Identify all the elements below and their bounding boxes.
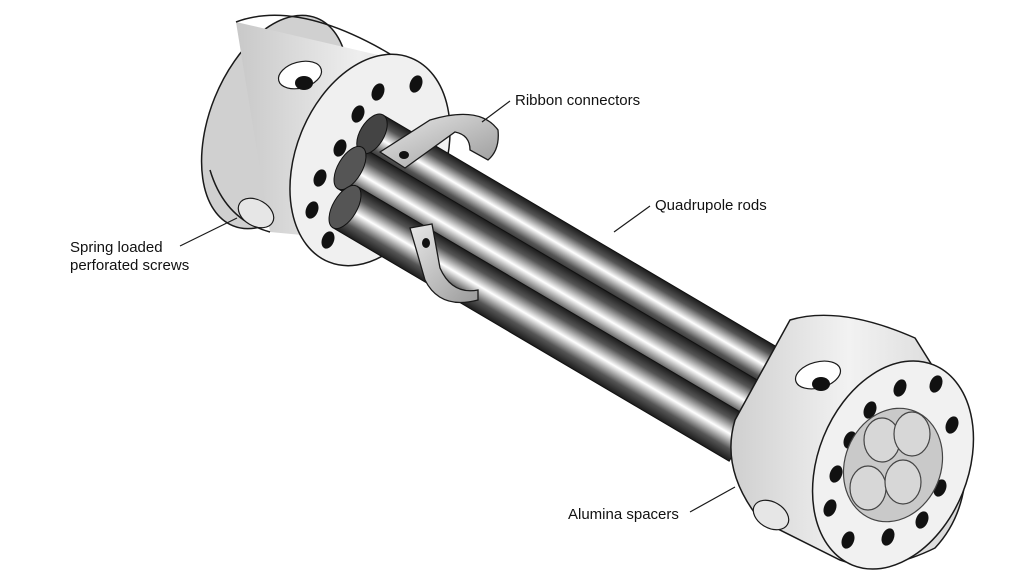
bolt-hole bbox=[863, 401, 877, 419]
label-spring-line2: perforated screws bbox=[70, 257, 190, 274]
rod-end bbox=[333, 145, 367, 191]
rod-end bbox=[328, 184, 362, 230]
alumina-spacer bbox=[893, 411, 931, 457]
left-top-screw-hole bbox=[295, 76, 313, 90]
bolt-hole bbox=[881, 528, 895, 546]
left-side-screw bbox=[237, 197, 275, 229]
bolt-hole bbox=[929, 375, 943, 393]
leader-ribbon bbox=[481, 100, 511, 123]
bolt-hole bbox=[351, 105, 365, 123]
bolt-hole bbox=[841, 531, 855, 549]
bolt-hole bbox=[333, 139, 347, 157]
quadrupole-rods bbox=[328, 113, 789, 462]
leader-quad bbox=[613, 205, 651, 233]
bolt-hole bbox=[321, 231, 335, 249]
right-top-screw-hole bbox=[812, 377, 830, 391]
label-alumina-spacers: Alumina spacers bbox=[568, 506, 679, 523]
right-bolt-holes bbox=[823, 375, 959, 549]
ribbon-hole bbox=[399, 151, 409, 159]
bolt-hole bbox=[915, 511, 929, 529]
alumina-spacer bbox=[884, 459, 922, 505]
leader-lines bbox=[179, 100, 736, 513]
alumina-spacer bbox=[849, 465, 887, 511]
leader-spring bbox=[179, 217, 238, 247]
bolt-hole bbox=[945, 416, 959, 434]
ribbon-connector-upper bbox=[378, 113, 499, 169]
ribbon-hole bbox=[422, 238, 430, 248]
bolt-hole bbox=[893, 379, 907, 397]
alumina-spacer-cluster bbox=[842, 407, 944, 523]
bolt-hole bbox=[829, 465, 843, 483]
bolt-hole bbox=[409, 75, 423, 93]
right-housing bbox=[730, 314, 975, 570]
label-spring-loaded-screws: Spring loaded perforated screws bbox=[70, 239, 189, 275]
label-spring-line1: Spring loaded bbox=[70, 239, 163, 256]
leader-alumina bbox=[689, 486, 736, 513]
bolt-hole bbox=[305, 201, 319, 219]
bolt-hole bbox=[823, 499, 837, 517]
label-quadrupole-rods: Quadrupole rods bbox=[655, 197, 767, 214]
right-side-screw bbox=[752, 499, 790, 531]
label-ribbon-connectors: Ribbon connectors bbox=[515, 92, 641, 109]
bolt-hole bbox=[313, 169, 327, 187]
ribbon-connectors bbox=[378, 113, 499, 304]
bolt-hole bbox=[371, 83, 385, 101]
left-housing-bottom-edge bbox=[209, 169, 271, 233]
rod-upper bbox=[337, 146, 768, 428]
left-housing-top-edge bbox=[235, 14, 401, 61]
